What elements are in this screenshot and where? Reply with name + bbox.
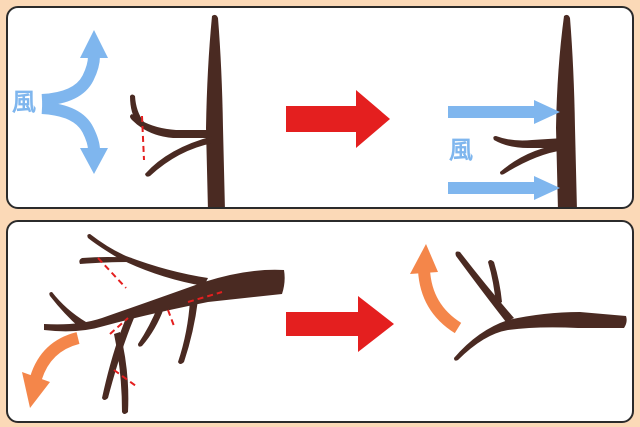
process-arrow-icon xyxy=(286,90,390,148)
curved-motion-arrow-left xyxy=(22,332,80,408)
wind-arrows-split xyxy=(41,30,108,174)
cut-line-icon xyxy=(97,257,127,289)
twig-top-small xyxy=(79,257,132,264)
twig-down-2 xyxy=(114,332,129,414)
branch-after-pruning xyxy=(454,251,627,361)
curved-motion-arrow-right xyxy=(410,244,462,334)
wind-arrow-icon xyxy=(448,182,536,194)
tree-before-pruning xyxy=(130,14,225,207)
branch-before-pruning xyxy=(44,234,285,414)
wind-label-right: 風 xyxy=(449,136,473,164)
cut-line-icon xyxy=(167,309,175,327)
curved-motion-arrow-icon xyxy=(30,332,80,381)
twig-upper-left xyxy=(87,234,208,286)
branch-right-twig xyxy=(488,260,502,306)
branch-left-main xyxy=(130,114,213,138)
bottom-panel xyxy=(6,220,634,423)
cut-line-icon xyxy=(109,317,129,335)
wind-arrow-head-right xyxy=(534,176,560,200)
twig-down-4 xyxy=(138,306,164,347)
wind-arrow-icon xyxy=(41,102,100,151)
curved-arrow-head-right xyxy=(410,244,438,274)
process-arrow-icon xyxy=(286,296,394,352)
trunk-left xyxy=(206,14,225,207)
cut-line-icon xyxy=(113,369,137,387)
branch-right-up xyxy=(455,251,514,322)
wind-arrow-head-up xyxy=(80,30,108,58)
wind-arrows-through xyxy=(448,100,560,200)
wind-label-left: 風 xyxy=(12,88,36,116)
twig-down-3 xyxy=(178,300,198,364)
branch-left-twig-down xyxy=(145,136,213,177)
branch-main-left xyxy=(44,269,285,332)
branch-right-main xyxy=(493,136,564,148)
wind-arrow-icon xyxy=(41,55,100,106)
curved-arrow-head-left xyxy=(22,372,50,408)
cut-line-icon xyxy=(187,291,223,303)
twig-down-1 xyxy=(102,318,134,400)
bottom-panel-illustration xyxy=(22,234,627,414)
branch-main-right xyxy=(454,312,627,361)
top-panel: 風 風 xyxy=(6,6,634,209)
tree-after-pruning xyxy=(493,14,577,207)
trunk-right xyxy=(556,14,577,207)
branch-right-down xyxy=(500,144,564,175)
curved-motion-arrow-icon xyxy=(418,269,462,334)
cut-line-icon xyxy=(141,115,145,161)
wind-arrow-head-down xyxy=(80,148,108,174)
wind-arrow-head-right xyxy=(534,100,560,124)
wind-arrow-icon xyxy=(448,106,536,118)
branch-left-twig-up xyxy=(130,94,144,124)
twig-lower-left xyxy=(49,292,86,328)
top-panel-illustration xyxy=(41,14,577,207)
